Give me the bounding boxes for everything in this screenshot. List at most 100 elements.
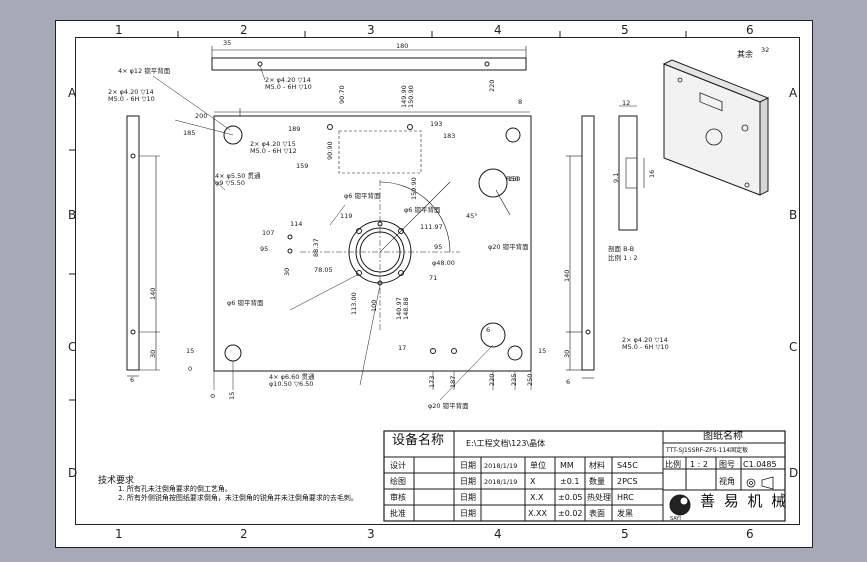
zone-col-6: 6 — [746, 23, 754, 37]
tb-r4-c6: ±0.02 — [558, 509, 583, 518]
dim-tap4-a: 4× φ5.50 贯通 — [215, 172, 261, 180]
tech-note-2: 2. 所有外侧锐角按图纸要求倒角，未注倒角的锐角并未注倒角要求的去毛刺。 — [118, 494, 358, 502]
dim-holes-a: 4× φ12 锪平背面 — [118, 67, 171, 75]
dim-6-right: 6 — [566, 378, 571, 386]
tb-r1-c4: 2018/1/19 — [484, 462, 518, 470]
drawing-code: C1.0485 — [743, 460, 777, 469]
zone-row-b: B — [68, 208, 77, 222]
dim-114: 114 — [290, 220, 303, 228]
dim-107: 107 — [262, 229, 275, 237]
dim-250: 250 — [526, 373, 534, 386]
dim-187: 187 — [449, 375, 457, 388]
zone-col-1-bottom: 1 — [115, 527, 123, 541]
tech-notes-title: 技术要求 — [98, 476, 135, 486]
zone-row-a: A — [68, 86, 77, 100]
dim-148-88: 148.88 — [402, 297, 410, 320]
dim-tap3-b: M5.0 - 6H ▽12 — [250, 147, 297, 155]
zone-row-a-right: A — [789, 86, 798, 100]
dim-235: 235 — [510, 373, 518, 386]
dim-220-bottom: 220 — [488, 373, 496, 386]
zone-col-5-bottom: 5 — [621, 527, 629, 541]
dim-holes-d: φ6 锪平背面 — [227, 299, 264, 307]
dim-holes-c: φ6 锪平背面 — [404, 206, 441, 214]
zone-col-5: 5 — [621, 23, 629, 37]
dim-185: 185 — [183, 129, 196, 137]
zone-col-2-bottom: 2 — [240, 527, 248, 541]
dim-90-70: 90.70 — [338, 85, 346, 104]
dim-15-left: 15 — [186, 347, 195, 355]
scale-label: 比例 — [665, 460, 681, 469]
dim-71: 71 — [429, 274, 438, 282]
drawing-name-label: 图纸名称 — [703, 431, 743, 442]
tb-r1-c6: MM — [560, 461, 574, 470]
dim-tap1-b: M5.0 - 6H ▽10 — [108, 95, 155, 103]
tb-r1-c1: 设计 — [390, 461, 406, 470]
drawing-number: TTT-SJ1SSRF-ZFS-114固定板 — [666, 447, 749, 454]
dim-183: 183 — [443, 132, 456, 140]
zone-col-2: 2 — [240, 23, 248, 37]
dim-95b: 95 — [434, 243, 443, 251]
dim-8: 8 — [518, 98, 523, 106]
zone-col-4: 4 — [494, 23, 502, 37]
tb-r4-c7: 表面 — [589, 509, 605, 518]
dim-193: 193 — [430, 120, 443, 128]
tb-r1-c3: 日期 — [460, 461, 476, 470]
tb-r3-c6: ±0.05 — [558, 493, 583, 502]
section-scale-label: 比例 1 : 2 — [608, 254, 638, 262]
dim-100: 100 — [370, 299, 378, 312]
scale-value: 1 : 2 — [690, 460, 708, 469]
dim-90-90: 90.90 — [326, 141, 334, 160]
dim-holes-f: φ20 锪平背面 — [428, 402, 469, 410]
tech-note-1: 1. 所有孔未注倒角要求的倒工艺角。 — [118, 485, 232, 493]
device-path: E:\工程文档\123\晶体 — [466, 439, 546, 448]
zone-row-d-right: D — [789, 466, 799, 480]
tb-r3-c8: HRC — [617, 493, 634, 502]
tb-r1-c7: 材料 — [589, 461, 605, 470]
tb-r3-c1: 审核 — [390, 493, 406, 502]
dim-holes-e: φ48.00 — [432, 259, 455, 267]
dim-tap5-b: φ10.50 ▽6.50 — [269, 380, 314, 388]
tb-r3-c7: 热处理 — [587, 493, 611, 502]
zone-col-6-bottom: 6 — [746, 527, 754, 541]
dim-173: 173 — [428, 375, 436, 388]
tb-r4-c5: X.XX — [528, 509, 547, 518]
tb-r2-c5: X — [530, 477, 536, 486]
dim-tap5-a: 4× φ6.60 贯通 — [269, 373, 315, 381]
dim-r: R50 — [506, 175, 519, 183]
tb-r2-c1: 绘图 — [390, 477, 406, 486]
dim-30-plate: 30 — [283, 267, 291, 276]
zone-col-3-bottom: 3 — [367, 527, 375, 541]
dim-30-right: 30 — [563, 349, 571, 358]
dim-17: 17 — [398, 344, 407, 352]
tb-r1-c5: 单位 — [530, 461, 546, 470]
tb-r4-c1: 批准 — [390, 509, 406, 518]
dim-159: 159 — [296, 162, 309, 170]
dim-top-35: 35 — [223, 39, 232, 47]
tb-r4-c3: 日期 — [460, 509, 476, 518]
dim-tap1-a: 2× φ4.20 ▽14 — [108, 88, 154, 96]
dim-tap4-b: φ9 ▽5.50 — [215, 179, 245, 187]
tb-r2-c3: 日期 — [460, 477, 476, 486]
zone-col-3: 3 — [367, 23, 375, 37]
dim-159-90: 159.90 — [410, 177, 418, 200]
dim-0-bottom: 0 — [209, 393, 217, 398]
dim-16: 16 — [648, 169, 656, 178]
dim-113: 113.00 — [350, 292, 358, 315]
dim-tap6-b: M5.0 - 6H ▽10 — [622, 343, 669, 351]
zone-col-4-bottom: 4 — [494, 527, 502, 541]
view-angle-label: 视角 — [719, 477, 735, 486]
drawing-frame — [75, 37, 800, 525]
roughness-label: 其余 — [737, 50, 753, 59]
tb-r2-c6: ±0.1 — [560, 477, 580, 486]
dim-phi20: 6 — [486, 326, 491, 334]
dim-holes-b: φ6 锪平背面 — [344, 192, 381, 200]
dim-150: 150 — [508, 175, 521, 183]
dim-tap2-b: M5.0 - 6H ▽10 — [265, 83, 312, 91]
dim-angle: 45° — [466, 212, 478, 220]
dim-140-right: 140 — [563, 269, 571, 282]
dim-78-05: 78.05 — [314, 266, 333, 274]
dim-15-right: 15 — [538, 347, 547, 355]
dim-top-180: 180 — [396, 42, 409, 50]
company-name: 善 易 机 械 — [700, 492, 789, 510]
